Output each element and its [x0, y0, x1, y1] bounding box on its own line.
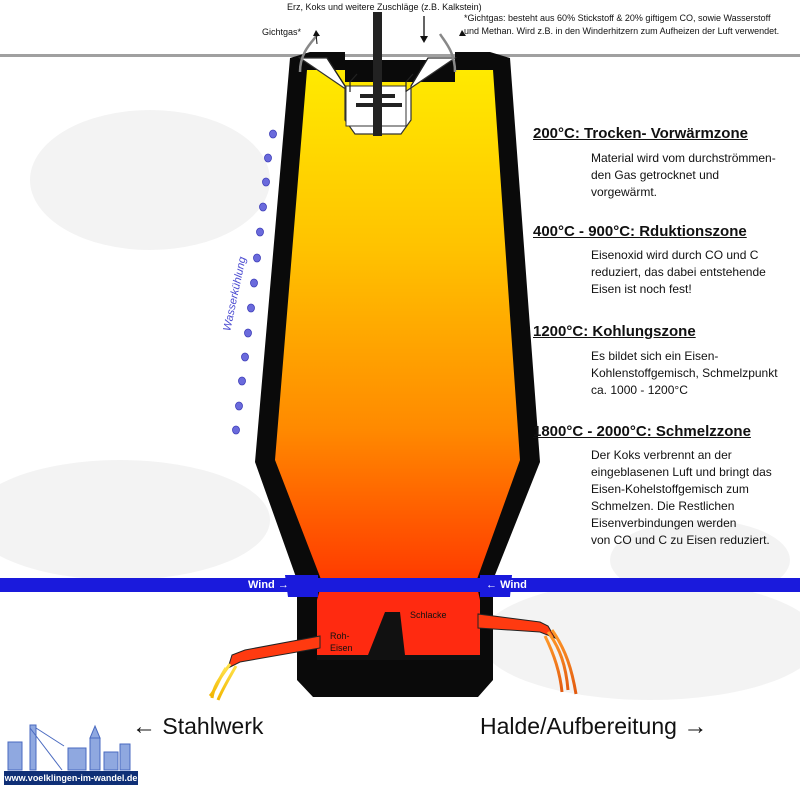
slag-spout [477, 613, 557, 640]
wind-left-text: Wind [248, 579, 275, 591]
water-cooling-drops [232, 129, 277, 435]
wind-band [0, 578, 800, 592]
zone-text-line: vorgewärmt. [591, 185, 658, 199]
zone-text-line: Eisenverbindungen werden [591, 516, 737, 530]
arrow-left-icon: ← [132, 713, 156, 740]
charge-label: Erz, Koks und weitere Zuschläge (z.B. Ka… [287, 2, 482, 12]
zone-title: 400°C - 900°C: Rduktionszone [533, 223, 747, 240]
direction-steelworks: ← Stahlwerk [132, 713, 263, 741]
zone-title: 1200°C: Kohlungszone [533, 323, 696, 340]
zone-text-line: eingeblasenen Luft und bringt das [591, 465, 772, 479]
zone-text-line: Eisen-Kohelstoffgemisch zum [591, 482, 749, 496]
tuyere-right [480, 575, 512, 597]
gichtgas-note-line1: *Gichtgas: besteht aus 60% Stickstoff & … [464, 13, 771, 23]
arrow-right-icon: → [277, 579, 289, 591]
footer-url[interactable]: www.voelklingen-im-wandel.de [4, 771, 138, 785]
zone-text-line: Es bildet sich ein Eisen- [591, 349, 719, 363]
gas-pipe-line [0, 54, 800, 57]
wind-right-text: Wind [500, 579, 527, 591]
background-smudges [0, 110, 800, 700]
zone-text-line: reduziert, das dabei entstehende [591, 265, 766, 279]
gichtgas-label: Gichtgas* [262, 27, 302, 37]
zone-text-line: Schmelzen. Die Restlichen [591, 499, 735, 513]
zone-text-line: Material wird vom durchströmmen- [591, 151, 776, 165]
charge-arrowhead [420, 36, 428, 43]
zone-text-line: Kohlenstoffgemisch, Schmelzpunkt [591, 366, 778, 380]
direction-slag-heap-text: Halde/Aufbereitung [480, 713, 677, 739]
direction-steelworks-text: Stahlwerk [162, 713, 264, 739]
arrow-right-icon: → [683, 713, 708, 740]
arrow-left-icon: ← [486, 579, 497, 591]
charging-hopper [298, 12, 457, 136]
furnace-interior-fire [275, 70, 520, 582]
zone-text-line: Eisenoxid wird durch CO und C [591, 248, 759, 262]
zone-text-line: Eisen ist noch fest! [591, 282, 692, 296]
zone-text-line: ca. 1000 - 1200°C [591, 383, 688, 397]
wind-label-left: Wind → [248, 579, 289, 591]
voelklingen-logo [7, 724, 131, 771]
direction-slag-heap: Halde/Aufbereitung → [480, 713, 707, 741]
zone-title: 200°C: Trocken- Vorwärmzone [533, 125, 748, 142]
slag-stream [543, 629, 578, 695]
pig-iron-label-line1: Roh- [330, 631, 350, 641]
gas-outlets [298, 30, 466, 73]
zone-title: 1800°C - 2000°C: Schmelzzone [533, 423, 751, 440]
iron-stream [208, 663, 238, 701]
molten-iron [317, 582, 480, 655]
zone-text-line: Der Koks verbrennt an der [591, 448, 732, 462]
wind-label-right: ← Wind [486, 579, 527, 591]
pig-iron-label-line2: Eisen [330, 643, 353, 653]
slag-label: Schlacke [410, 610, 447, 620]
zone-text-line: den Gas getrocknet und [591, 168, 720, 182]
gichtgas-note-line2: und Methan. Wird z.B. in den Winderhitze… [464, 26, 780, 36]
zone-text-line: von CO und C zu Eisen reduziert. [591, 533, 770, 547]
tuyere-left [285, 575, 318, 597]
